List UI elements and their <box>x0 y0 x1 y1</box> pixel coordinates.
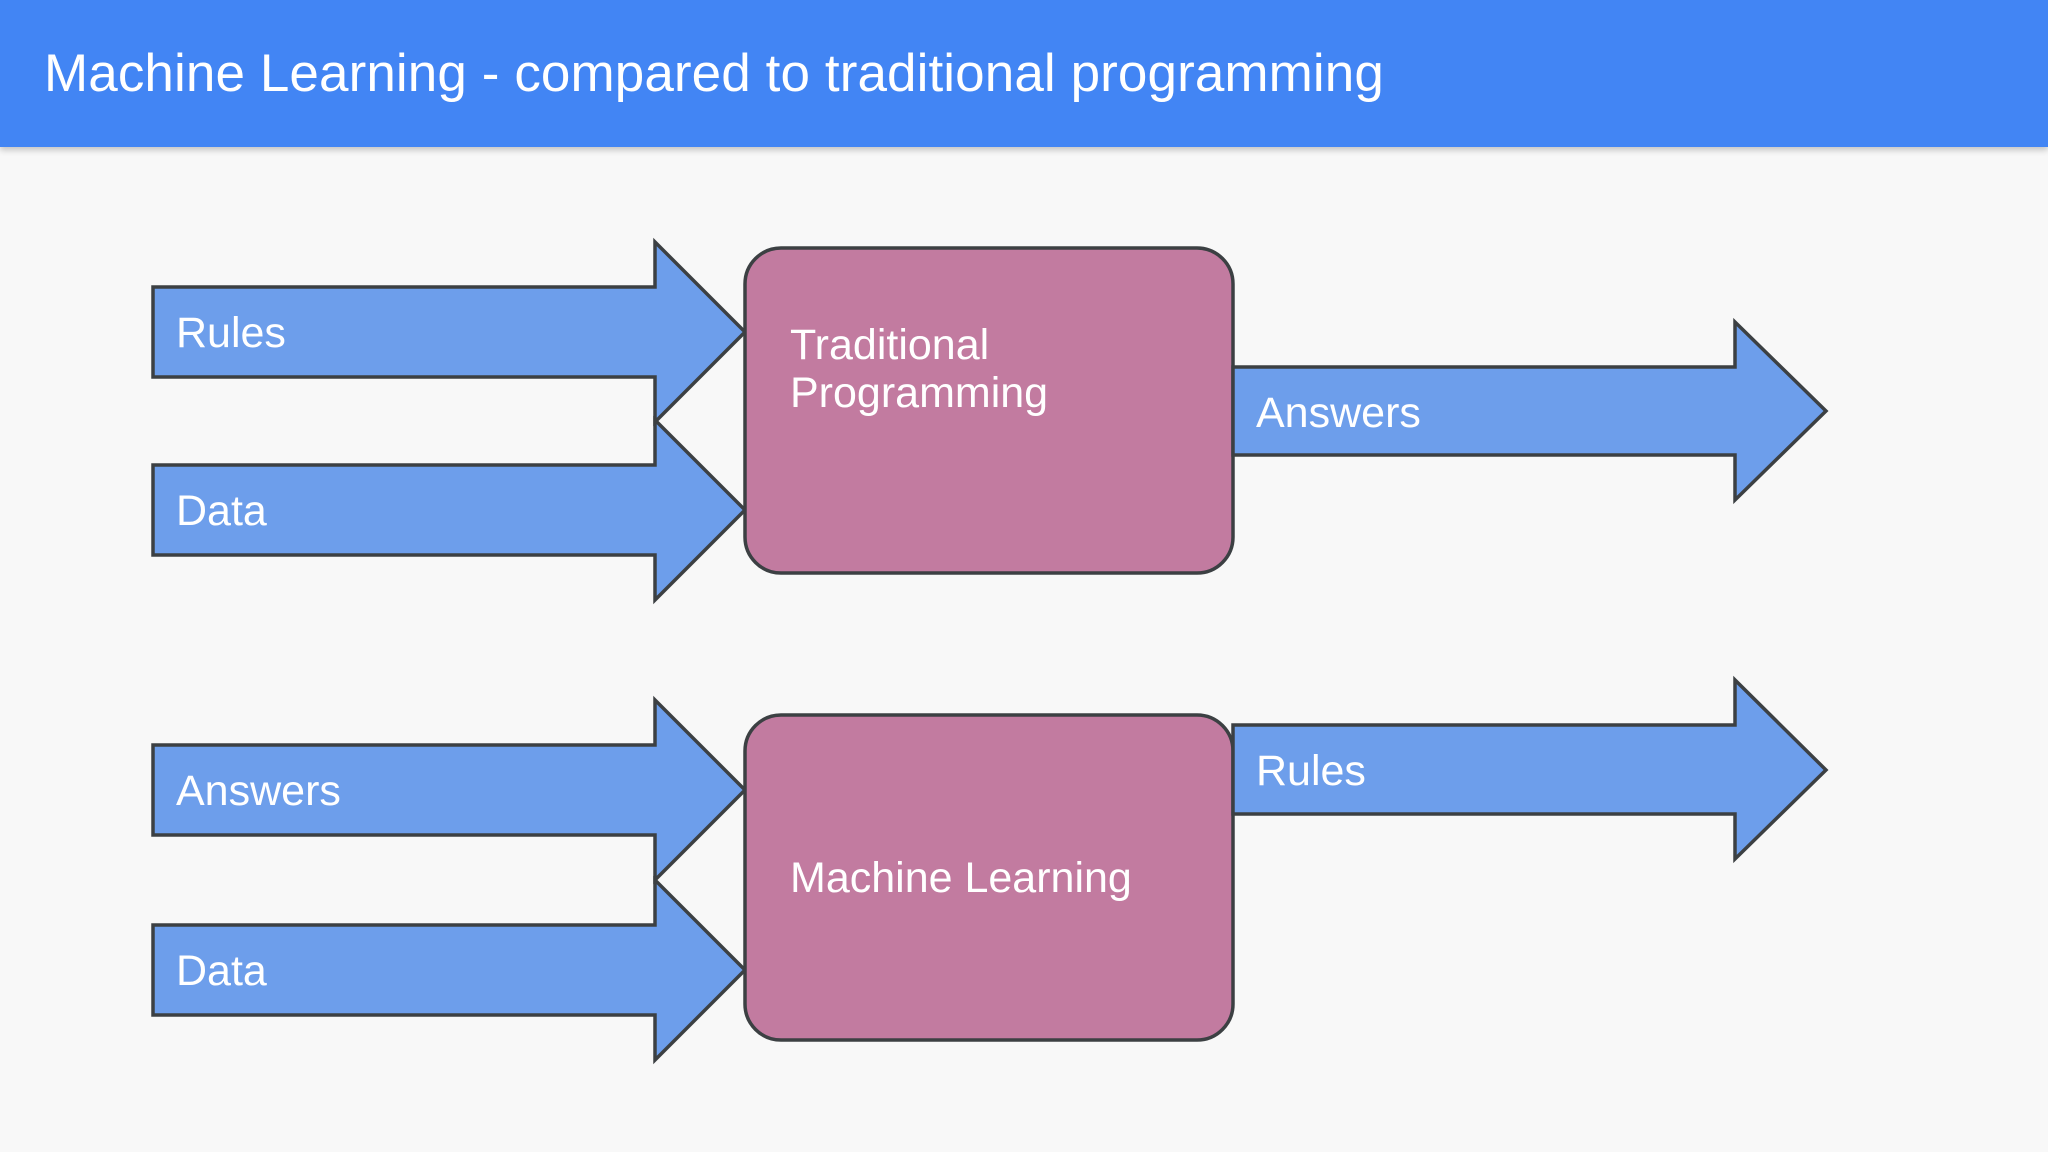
arrow-label: Data <box>176 947 267 995</box>
title-bar: Machine Learning - compared to tradition… <box>0 0 2048 147</box>
arrow-shape <box>151 695 748 885</box>
arrow-input-data[interactable]: Data <box>151 415 748 605</box>
arrow-shape <box>151 875 748 1065</box>
arrow-input-answers[interactable]: Answers <box>151 695 748 885</box>
process-label: Machine Learning <box>790 854 1132 902</box>
page-title: Machine Learning - compared to tradition… <box>44 44 1384 103</box>
process-label-line1: Traditional <box>790 321 989 369</box>
arrow-label: Rules <box>1256 747 1366 795</box>
arrow-shape <box>151 237 748 427</box>
arrow-shape <box>1231 317 1829 505</box>
process-box-machine-learning[interactable]: Machine Learning <box>743 713 1235 1042</box>
box-shape <box>743 713 1235 1042</box>
arrow-shape <box>1231 675 1829 864</box>
arrow-input-data-2[interactable]: Data <box>151 875 748 1065</box>
row-machine-learning: Answers Data Machine Learning Rules <box>151 675 1829 1065</box>
process-label-line2: Programming <box>790 369 1048 417</box>
arrow-label: Rules <box>176 309 286 357</box>
arrow-shape <box>151 415 748 605</box>
flow-diagram: Rules Data Traditional Programming Answe… <box>151 237 1829 1065</box>
arrow-output-rules[interactable]: Rules <box>1231 675 1829 864</box>
arrow-label: Answers <box>176 767 341 815</box>
arrow-output-answers[interactable]: Answers <box>1231 317 1829 505</box>
arrow-label: Answers <box>1256 389 1421 437</box>
row-traditional: Rules Data Traditional Programming Answe… <box>151 237 1829 605</box>
arrow-input-rules[interactable]: Rules <box>151 237 748 427</box>
process-box-traditional[interactable]: Traditional Programming <box>743 246 1235 575</box>
arrow-label: Data <box>176 487 267 535</box>
